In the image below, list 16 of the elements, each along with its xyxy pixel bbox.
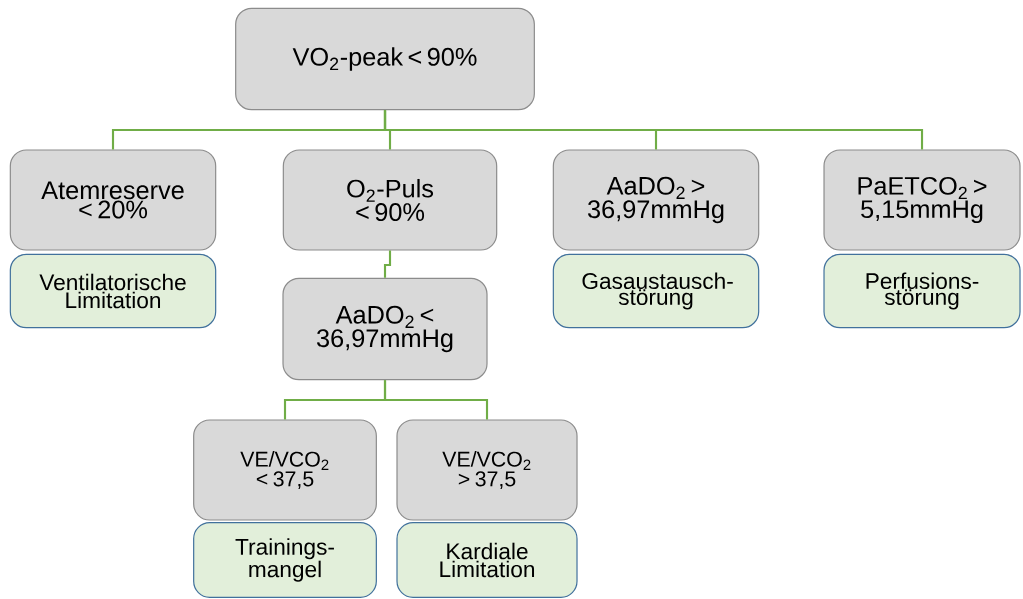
result-box: Kardiale Limitation [396,522,578,598]
result-box: Perfusions- störung [823,253,1021,329]
result-box: Ventilatorische Limitation [9,253,217,329]
condition-box: VO$_{2}$-peak < 90% [235,7,535,111]
result-box: Gasaustausch- störung [552,253,760,329]
connector-line [383,250,392,278]
connector-line [383,110,924,150]
condition-box: VE/VCO$_{2}$ > 37,5 [396,419,578,521]
condition-box: Atemreserve < 20% [9,149,217,251]
condition-box: AaDO$_{2}$ < 36,97mmHg [282,277,488,381]
condition-box: PaETCO$_{2}$ > 5,15mmHg [823,149,1021,251]
connector-line [383,380,489,420]
result-box: Trainings- mangel [193,522,377,598]
condition-box: O$_{2}$-Puls < 90% [282,149,498,251]
condition-box: AaDO$_{2}$ > 36,97mmHg [552,149,760,251]
condition-box: VE/VCO$_{2}$ < 37,5 [193,419,377,521]
